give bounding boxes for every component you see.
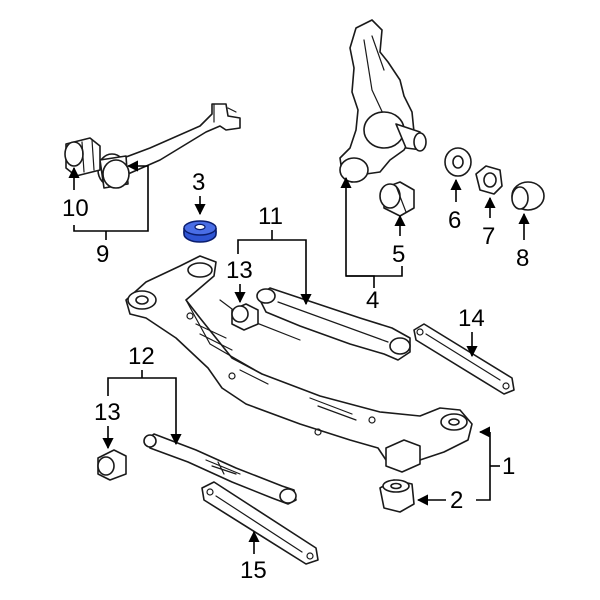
lower-arm-bushing-part[interactable] (97, 449, 127, 481)
lateral-link-part[interactable] (413, 323, 515, 395)
stabilizer-bushing-part[interactable] (64, 137, 101, 177)
knuckle-bushing-part[interactable] (379, 181, 415, 217)
steering-knuckle-part[interactable] (339, 19, 427, 183)
hub-cap-bushing-part[interactable] (511, 181, 545, 211)
callout-8: 8 (516, 245, 529, 272)
callout-7: 7 (482, 223, 495, 250)
callout-5: 5 (392, 241, 405, 268)
rear-crossmember-part[interactable] (125, 255, 473, 473)
rear-link-part[interactable] (201, 481, 319, 565)
callout-3: 3 (192, 169, 205, 196)
callout-13-lower: 13 (94, 399, 121, 426)
callout-1: 1 (502, 453, 515, 480)
crossmember-bushing-part[interactable] (379, 479, 415, 513)
leader-lines (68, 160, 530, 554)
callout-9: 9 (96, 241, 109, 268)
nut-part[interactable] (475, 165, 503, 195)
upper-control-arm-part[interactable] (256, 287, 411, 361)
callout-4: 4 (366, 287, 379, 314)
callout-13-upper: 13 (226, 257, 253, 284)
callout-12: 12 (128, 343, 155, 370)
callout-6: 6 (448, 207, 461, 234)
callout-11: 11 (258, 203, 283, 230)
washer-part[interactable] (444, 147, 472, 177)
callout-14: 14 (458, 305, 485, 332)
lower-control-arm-part[interactable] (143, 433, 297, 505)
callout-15: 15 (240, 557, 267, 584)
upper-arm-bushing-part[interactable] (231, 303, 259, 331)
callout-10: 10 (62, 195, 89, 222)
callout-labels: 1 2 3 4 5 6 7 8 9 10 11 12 13 13 14 15 (62, 169, 529, 584)
stabilizer-bar-part[interactable] (97, 103, 241, 189)
highlighted-bushing-part[interactable] (183, 220, 217, 243)
callout-2: 2 (450, 487, 463, 514)
